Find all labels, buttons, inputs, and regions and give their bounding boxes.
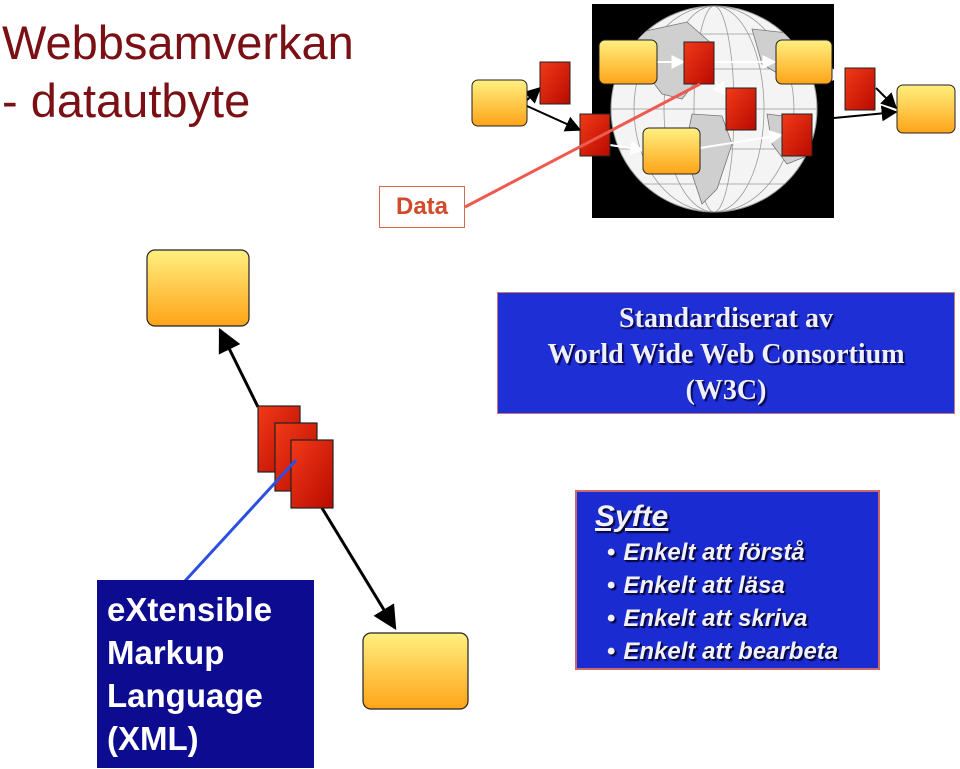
arrow-icon <box>833 105 898 122</box>
syfte-box: Syfte • Enkelt att förstå • Enkelt att läs… <box>575 490 880 670</box>
xml-line-4: (XML) <box>107 720 199 757</box>
title-line-2: - datautbyte <box>2 74 251 127</box>
node-box-icon <box>896 84 956 134</box>
list-item: • Enkelt att bearbeta <box>607 635 878 668</box>
arrow-icon <box>609 141 645 156</box>
xml-pointer-line <box>183 458 298 583</box>
list-item-label: Enkelt att bearbeta <box>623 638 839 665</box>
bullet-icon: • <box>607 572 616 599</box>
arrow-icon <box>875 87 898 110</box>
arrow-icon <box>218 327 260 408</box>
list-item: • Enkelt att skriva <box>607 602 878 635</box>
w3c-line-1: Standardiserat av <box>619 303 833 334</box>
title-line-1: Webbsamverkan <box>2 16 354 69</box>
node-box-icon <box>642 127 701 175</box>
bullet-icon: • <box>607 638 616 665</box>
xml-line-3: Language <box>107 677 263 714</box>
syfte-list: • Enkelt att förstå • Enkelt att läsa • Enk… <box>595 536 878 668</box>
arrow-icon <box>523 86 542 104</box>
w3c-box: Standardiserat av World Wide Web Consort… <box>497 292 955 414</box>
node-box-icon <box>146 249 250 327</box>
arrow-icon <box>320 507 397 631</box>
node-box-icon <box>471 79 528 127</box>
page-title: Webbsamverkan - datautbyte <box>2 14 472 130</box>
xml-line-2: Markup <box>107 634 225 671</box>
syfte-heading: Syfte <box>595 500 669 533</box>
list-item: • Enkelt att förstå <box>607 536 878 569</box>
data-label: Data <box>379 186 465 228</box>
arrow-icon <box>699 130 784 149</box>
network-lines-top <box>523 86 582 132</box>
node-box-icon <box>362 632 469 710</box>
network-lines-right <box>833 87 898 122</box>
list-item-label: Enkelt att läsa <box>623 572 785 599</box>
document-stack-icon <box>257 405 334 509</box>
xml-line-1: eXtensible <box>107 591 273 628</box>
list-item-label: Enkelt att förstå <box>623 539 805 566</box>
node-box-icon <box>598 39 658 85</box>
document-stack-icon <box>539 41 876 157</box>
bullet-icon: • <box>607 539 616 566</box>
data-pointer-line <box>464 82 701 209</box>
arrow-icon <box>526 105 582 132</box>
node-box-icon <box>775 39 833 85</box>
w3c-line-2: World Wide Web Consortium <box>547 339 905 370</box>
bullet-icon: • <box>607 605 616 632</box>
w3c-line-3: (W3C) <box>685 375 767 406</box>
list-item: • Enkelt att läsa <box>607 569 878 602</box>
arrow-icon <box>712 79 727 97</box>
xml-box: eXtensible Markup Language (XML) <box>97 580 314 768</box>
list-item-label: Enkelt att skriva <box>623 605 808 632</box>
